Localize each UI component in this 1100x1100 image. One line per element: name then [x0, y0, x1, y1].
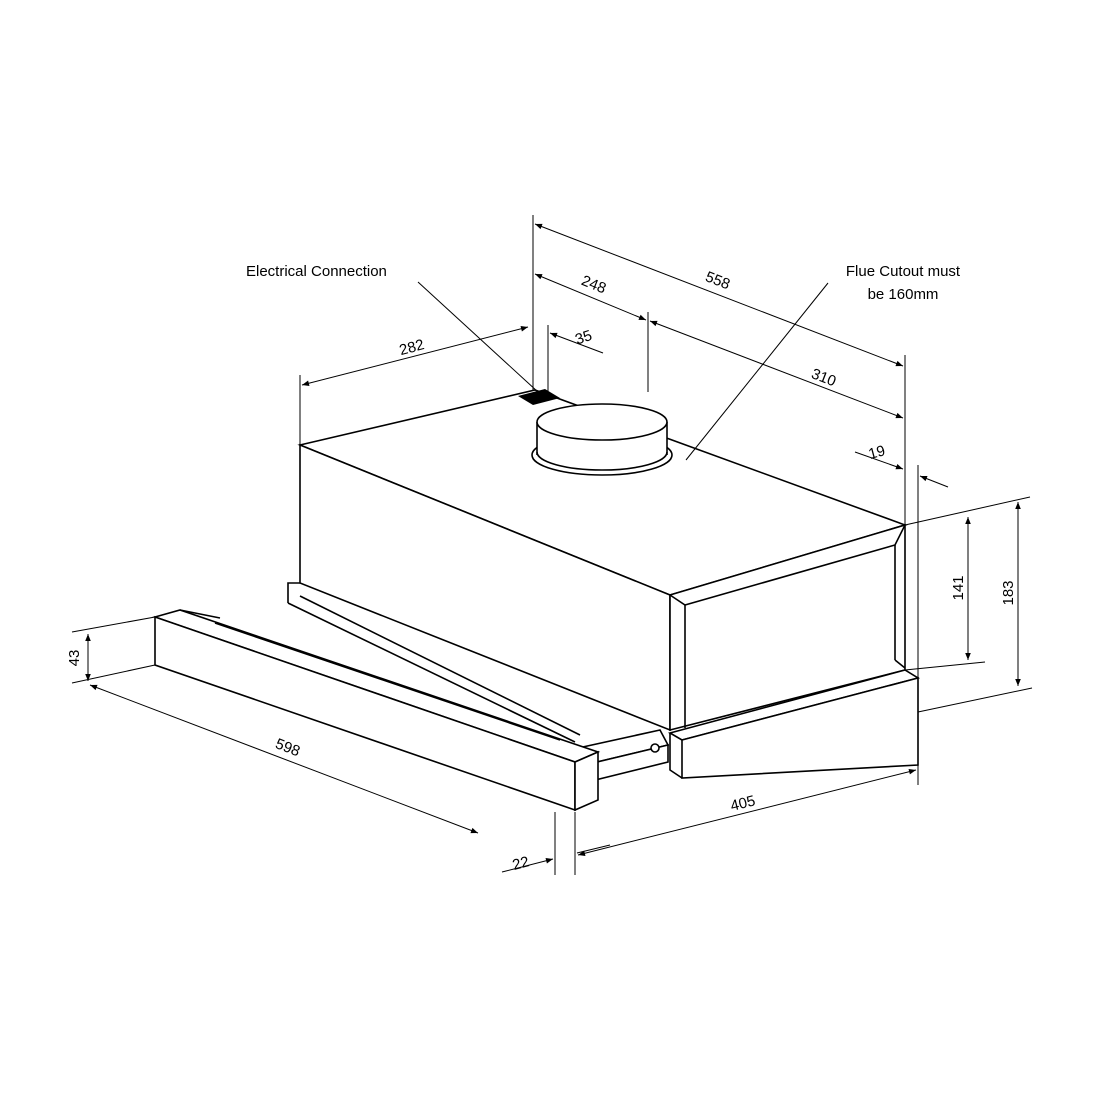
hood-body: [297, 389, 908, 732]
dim-282: 282: [398, 336, 427, 359]
dim-43: 43: [66, 650, 83, 667]
dim-558: 558: [703, 268, 732, 293]
dim-183: 183: [1000, 580, 1017, 605]
dim-405: 405: [729, 792, 757, 815]
flue-cutout-label-2: be 160mm: [868, 286, 939, 303]
flue-collar: [531, 403, 673, 476]
electrical-leader: [417, 281, 539, 393]
rail-screw: [650, 743, 660, 753]
flue-cutout-label-1: Flue Cutout must: [846, 263, 961, 280]
dim-22: 22: [511, 853, 532, 874]
rear-rail: [287, 582, 581, 743]
electrical-connection-label: Electrical Connection: [246, 263, 387, 280]
dimension-lines: [85, 223, 1021, 873]
dim-310: 310: [809, 365, 838, 390]
dim-19: 19: [867, 442, 888, 463]
electrical-connection-block: [518, 389, 560, 405]
dim-141: 141: [950, 575, 967, 600]
dim-35: 35: [573, 327, 594, 348]
